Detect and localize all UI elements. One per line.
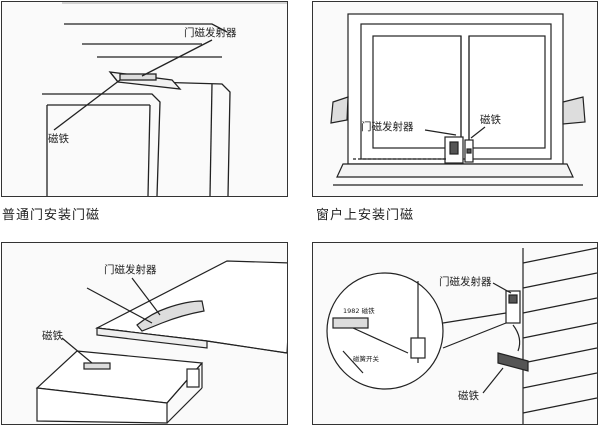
magnet-label: 磁铁 bbox=[480, 113, 501, 126]
magnet-label: 磁铁 bbox=[48, 132, 69, 145]
window-drawing: 门磁发射器 磁铁 bbox=[330, 13, 586, 186]
shutter-drawing: 1982 磁铁 磁簧开关 门磁发射器 磁铁 bbox=[326, 247, 597, 424]
transmitter-label: 门磁发射器 bbox=[439, 275, 492, 288]
transmitter-label: 门磁发射器 bbox=[361, 120, 414, 133]
caption-window: 窗户上安装门磁 bbox=[316, 208, 415, 223]
panel-door: 门磁发射器 磁铁 bbox=[1, 1, 288, 197]
inset-magnet-label: 1982 磁铁 bbox=[343, 306, 375, 315]
drawer-drawing: 门磁发射器 磁铁 bbox=[35, 260, 287, 424]
transmitter-label: 门磁发射器 bbox=[184, 26, 237, 39]
door-drawing: 门磁发射器 磁铁 bbox=[42, 2, 287, 196]
panel-shutter: 1982 磁铁 磁簧开关 门磁发射器 磁铁 bbox=[312, 242, 598, 425]
inset-switch-label: 磁簧开关 bbox=[353, 354, 380, 363]
panel-drawer: 门磁发射器 磁铁 bbox=[1, 242, 288, 425]
caption-door: 普通门安装门磁 bbox=[2, 208, 101, 223]
transmitter-label: 门磁发射器 bbox=[104, 263, 157, 276]
panel-window: 门磁发射器 磁铁 bbox=[312, 1, 598, 197]
magnet-label: 磁铁 bbox=[42, 329, 63, 342]
magnet-label: 磁铁 bbox=[458, 389, 479, 402]
